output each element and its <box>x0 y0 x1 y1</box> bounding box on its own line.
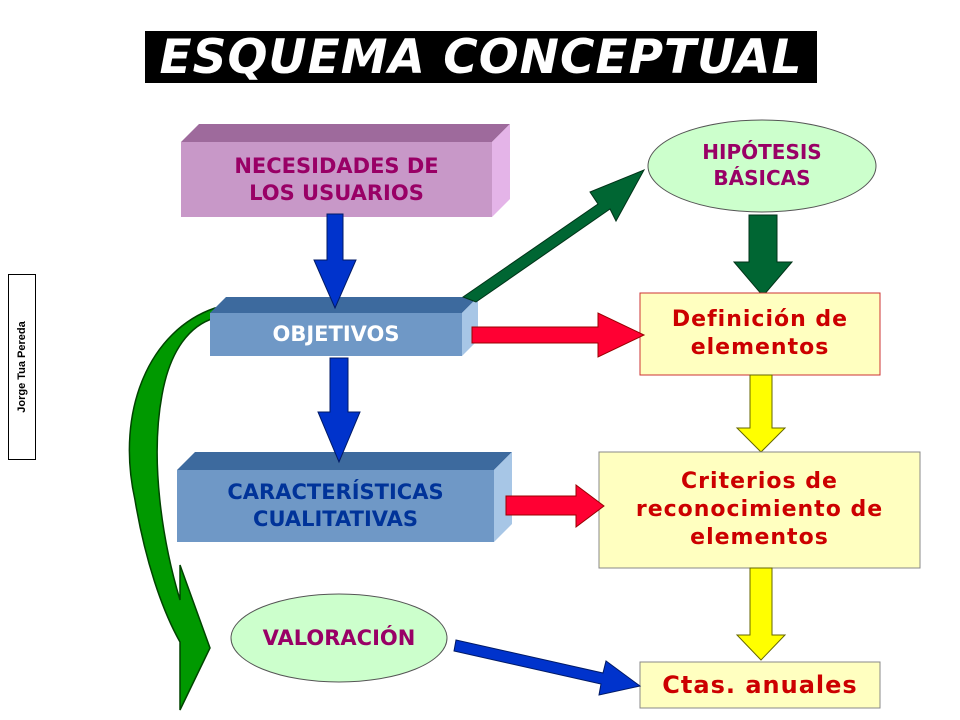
red-arrow-caracteristicas-criterios <box>505 484 605 528</box>
green-arrow-hipotesis-definicion <box>732 214 794 297</box>
author-label-box: Jorge Tua Pereda <box>8 274 36 460</box>
definicion-box <box>639 292 881 376</box>
definicion-label: Definición de elementos <box>671 306 849 360</box>
author-label: Jorge Tua Pereda <box>16 321 28 413</box>
title-banner: ESQUEMA CONCEPTUAL <box>145 29 817 85</box>
blue-arrow-necesidades-objetivos <box>313 213 357 310</box>
caracteristicas-box <box>177 452 512 542</box>
criterios-box <box>598 451 921 569</box>
criterios-label: Criterios de reconocimiento de elementos <box>635 468 884 551</box>
caracteristicas-label: CARACTERÍSTICAS CUALITATIVAS <box>227 480 444 531</box>
objetivos-label: OBJETIVOS <box>272 322 400 347</box>
hipotesis-ellipse <box>647 119 877 213</box>
blue-arrow-objetivos-caracteristicas <box>317 357 361 464</box>
necesidades-label: NECESIDADES DE LOS USUARIOS <box>234 153 439 205</box>
ctas-label: Ctas. anuales <box>662 670 858 699</box>
necesidades-box <box>181 124 510 217</box>
blue-arrow-valoracion-ctas <box>453 639 642 696</box>
valoracion-ellipse <box>230 593 448 683</box>
page-title: ESQUEMA CONCEPTUAL <box>159 29 803 85</box>
green-arrow-objetivos-hipotesis <box>461 169 646 303</box>
yellow-arrow-definicion-criterios <box>735 374 787 453</box>
ctas-box <box>639 661 881 709</box>
curved-green-arrow <box>128 306 216 711</box>
hipotesis-label: HIPÓTESIS BÁSICAS <box>702 140 822 190</box>
yellow-arrow-criterios-ctas <box>735 567 787 661</box>
red-arrow-objetivos-definicion <box>471 312 646 358</box>
valoracion-label: VALORACIÓN <box>262 625 416 650</box>
